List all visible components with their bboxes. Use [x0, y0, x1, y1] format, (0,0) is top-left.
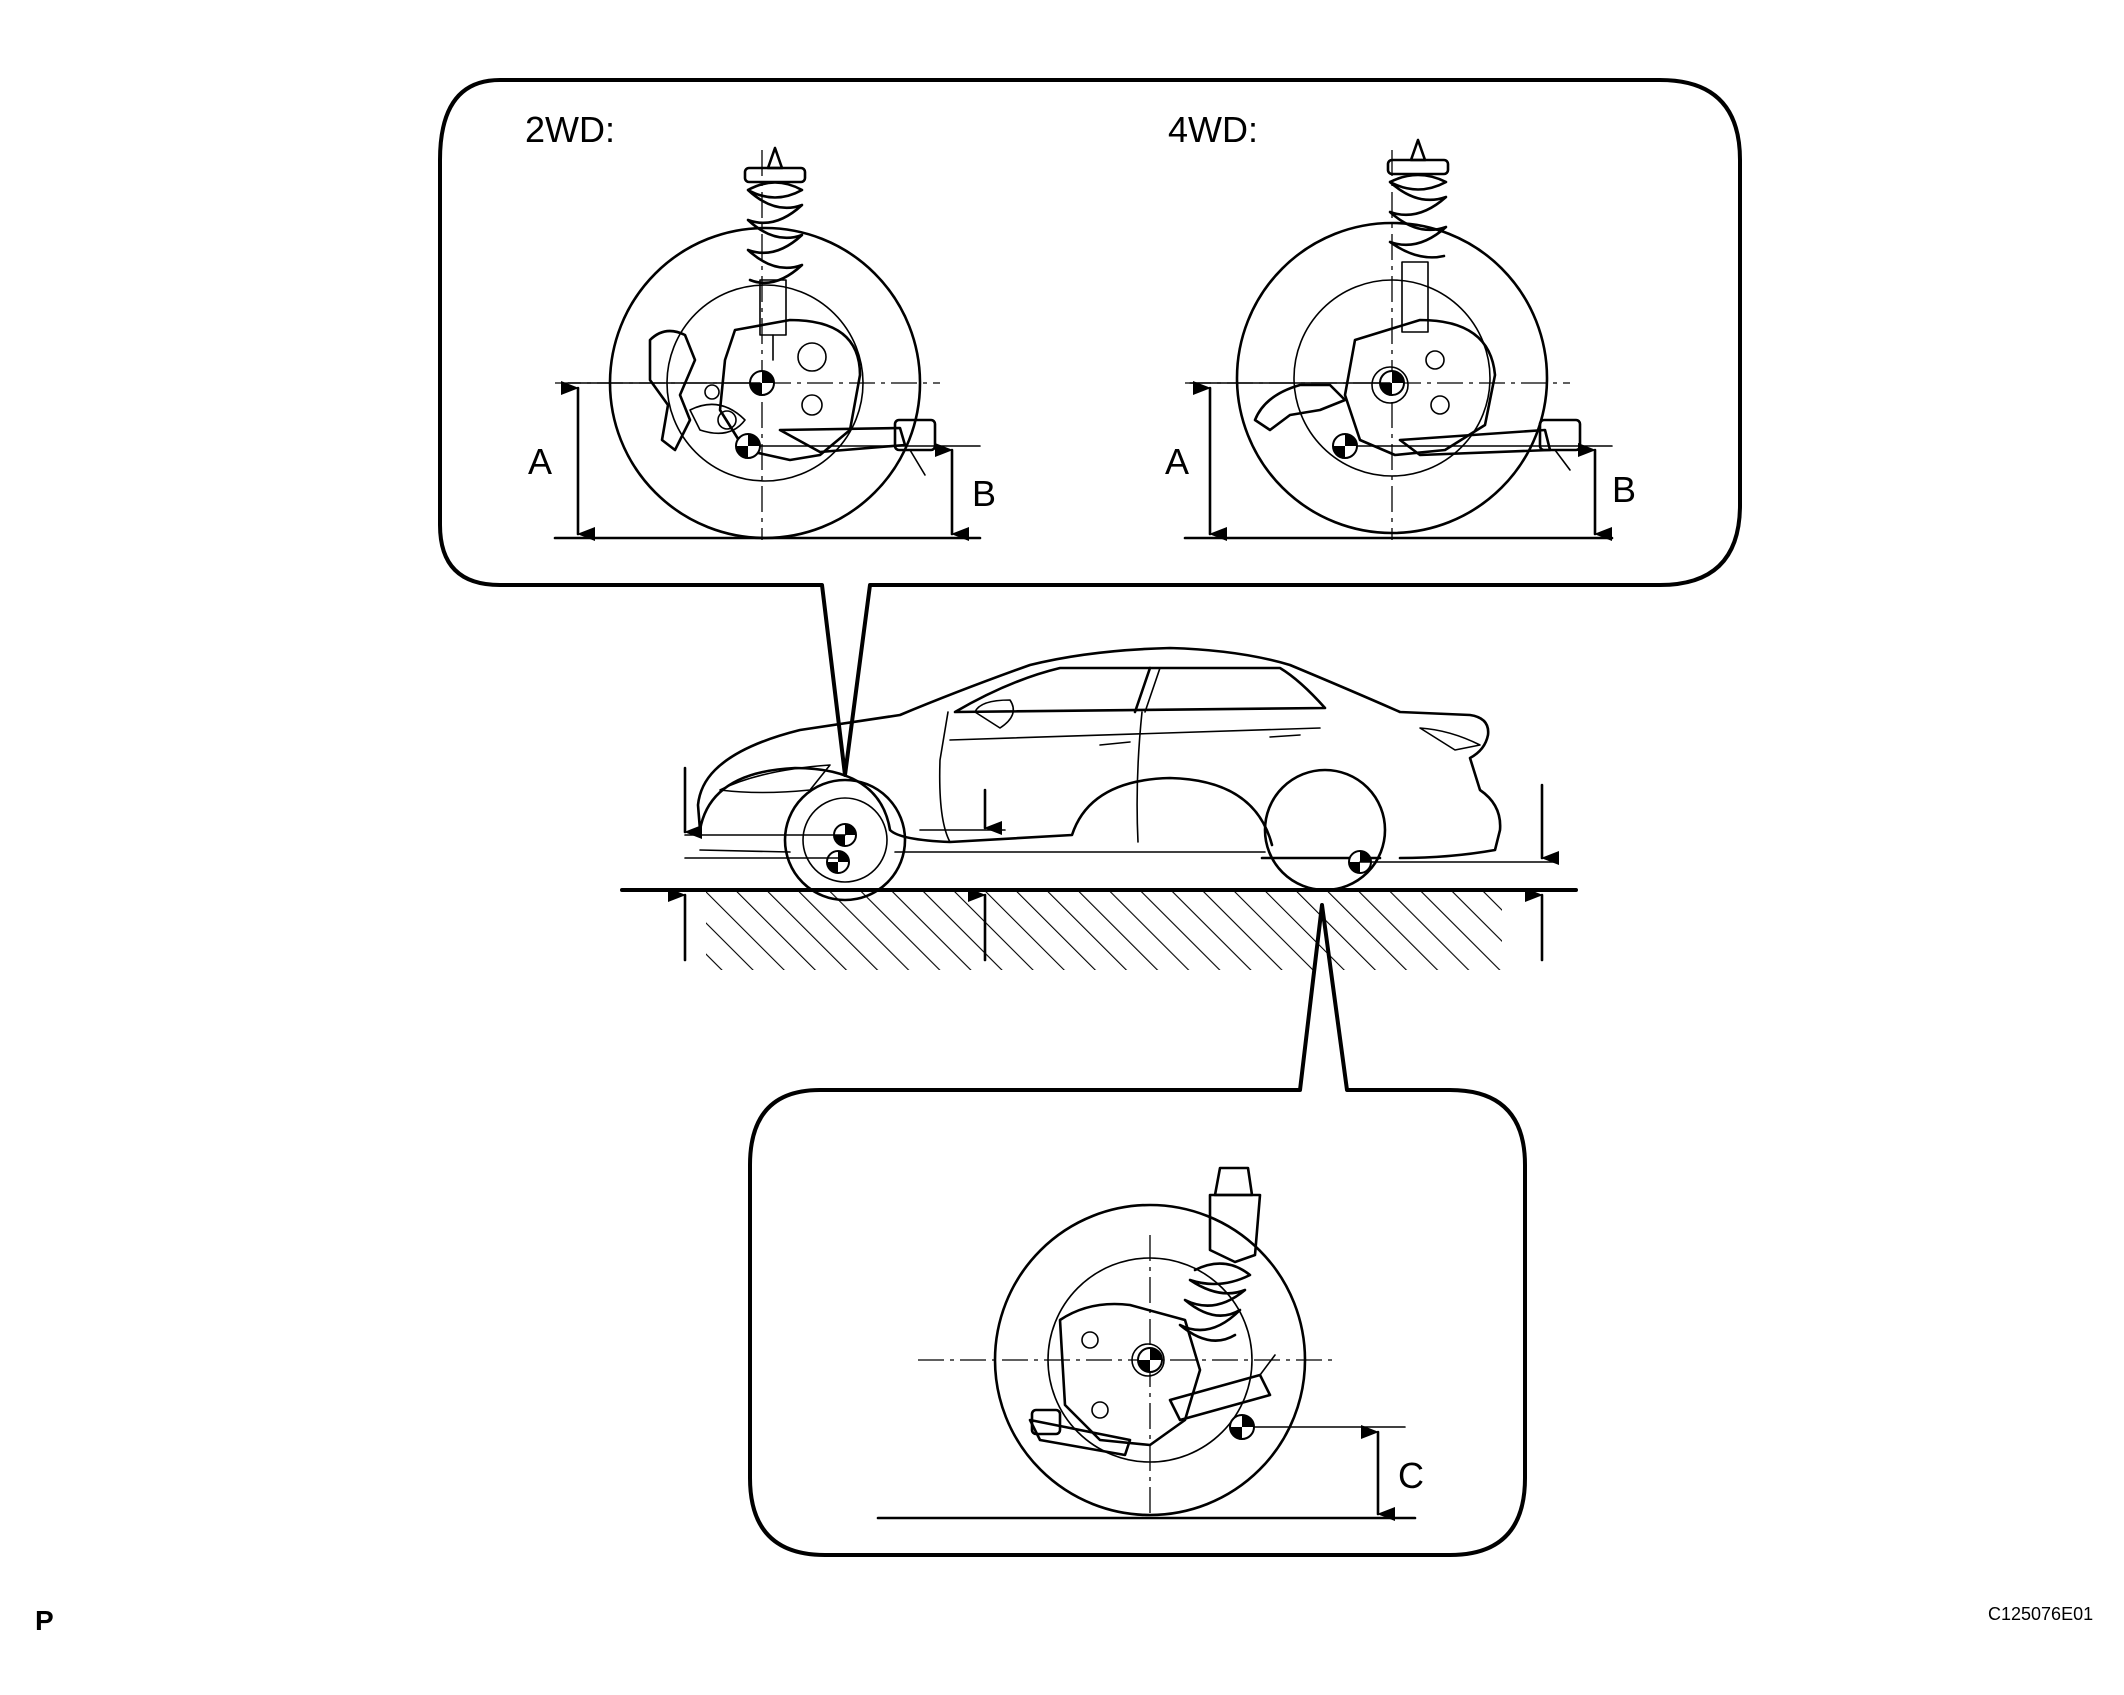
strut-spring	[1386, 138, 1450, 333]
rear-callout-bubble	[748, 903, 1527, 1557]
rear-suspension-drawing: C	[876, 1166, 1424, 1521]
front-suspension-callout: 2WD: 4WD:	[438, 78, 1742, 777]
corner-mark: P	[35, 1605, 54, 1636]
window-outline	[953, 666, 1327, 714]
side-dimension-arrows	[668, 766, 1559, 962]
center-marks	[1332, 370, 1405, 459]
center-marks	[1137, 1347, 1255, 1440]
label-a-2wd: A	[528, 441, 552, 482]
center-marks	[735, 370, 775, 459]
rear-suspension-callout: C	[748, 903, 1527, 1557]
car-body	[696, 646, 1502, 860]
front-4wd-suspension-drawing: A B	[1165, 138, 1636, 541]
callout-4wd-title: 4WD:	[1168, 109, 1258, 150]
strut-spring	[743, 146, 807, 361]
front-wheel	[783, 778, 907, 902]
rear-strut	[1178, 1166, 1262, 1342]
knuckle-assembly	[1253, 318, 1582, 471]
front-2wd-suspension-drawing: A B	[528, 146, 996, 541]
ground-hatching	[706, 892, 1502, 970]
label-a-4wd: A	[1165, 441, 1189, 482]
front-callout-bubble	[438, 78, 1742, 777]
label-b-2wd: B	[972, 473, 996, 514]
vehicle-side-view	[620, 646, 1578, 970]
label-b-4wd: B	[1612, 469, 1636, 510]
rear-wheel	[1263, 768, 1387, 892]
label-c: C	[1398, 1455, 1424, 1496]
rear-knuckle	[1028, 1302, 1276, 1457]
callout-2wd-title: 2WD:	[525, 109, 615, 150]
knuckle-assembly	[648, 318, 937, 476]
figure-code: C125076E01	[1988, 1604, 2093, 1624]
